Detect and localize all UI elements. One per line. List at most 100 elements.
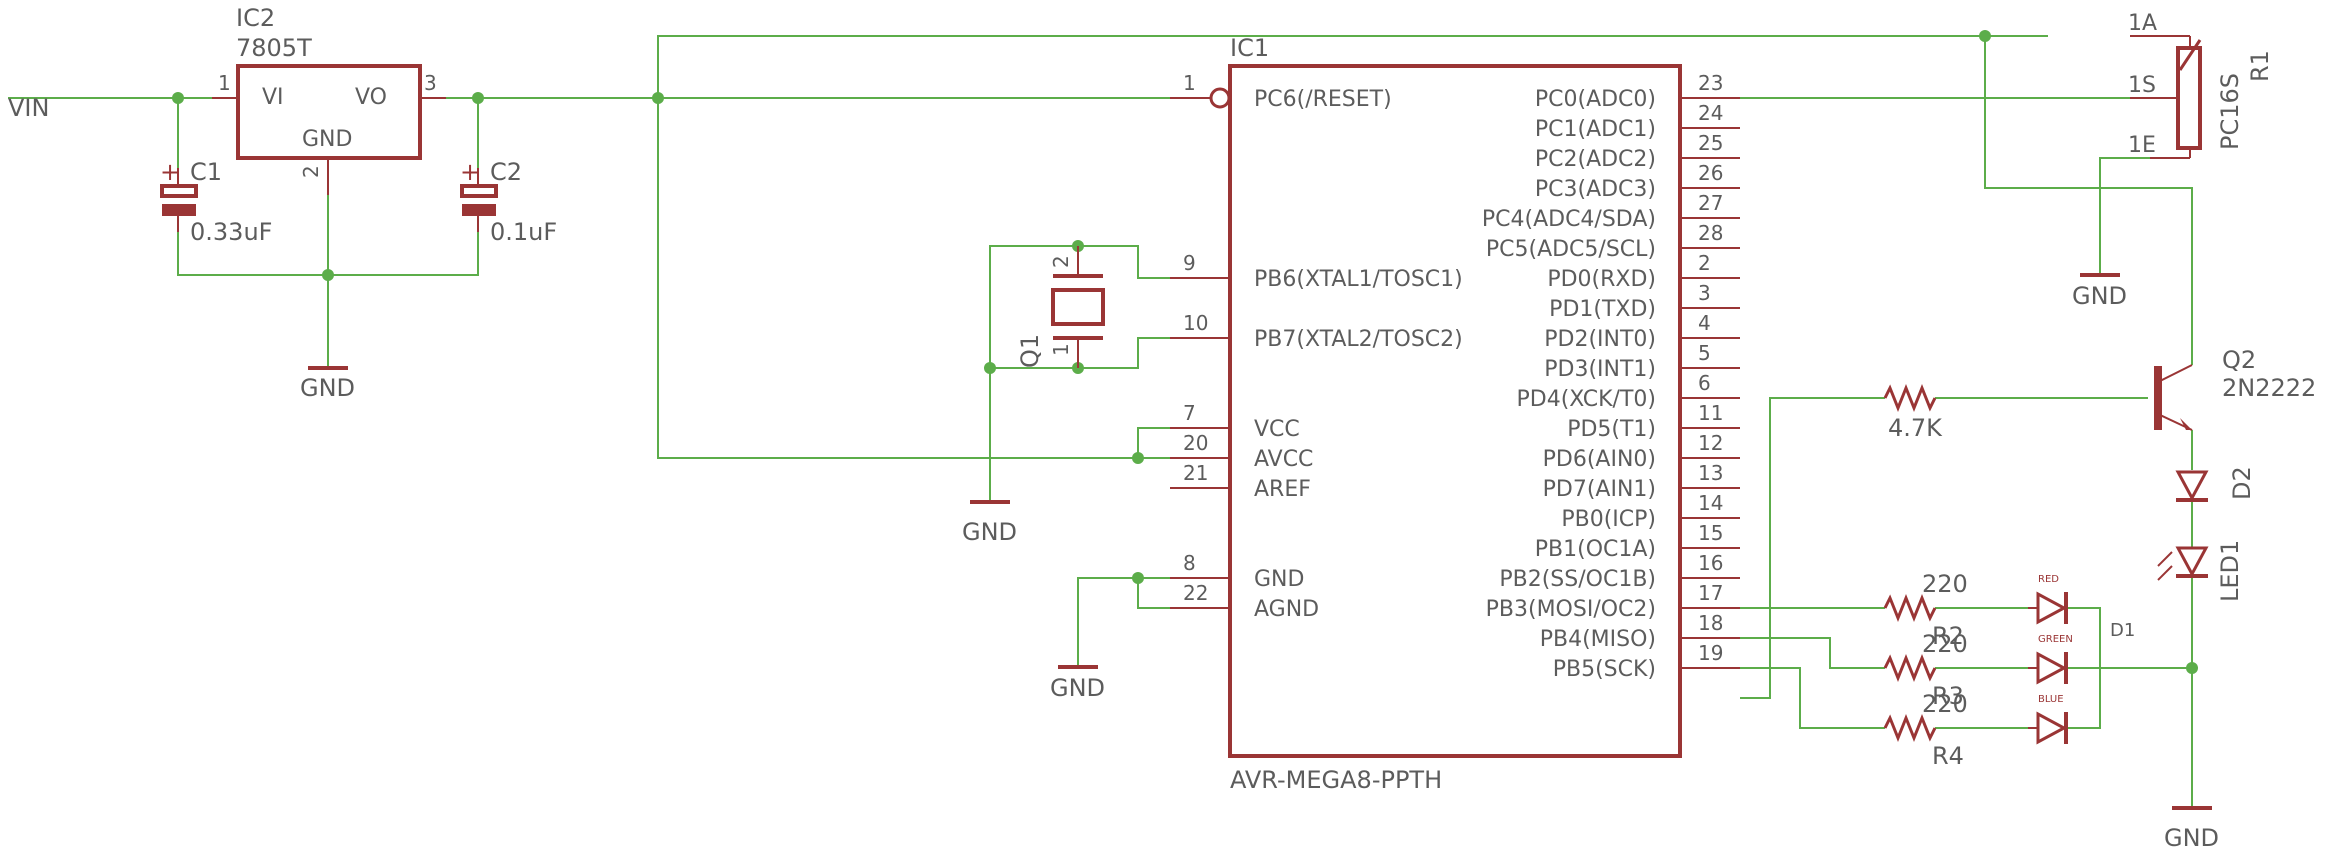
wire-collector: [1984, 36, 2193, 365]
junction-dot: [652, 92, 664, 104]
ic1-pin-number: 28: [1698, 221, 1723, 245]
r1-pin-s: 1S: [2128, 73, 2156, 98]
junction-dot: [1132, 452, 1144, 464]
led1-ray-1: [2157, 551, 2173, 567]
gnd-symbol-ic2: GND: [300, 366, 355, 402]
diode-d2[interactable]: D2: [2175, 466, 2256, 502]
ic1-pin-name: PB6(XTAL1/TOSC1): [1254, 267, 1463, 292]
ic1-pin-number: 20: [1183, 431, 1208, 455]
wire-gnd-agnd: [1137, 577, 1198, 609]
wire-r1-1e: [2099, 157, 2150, 275]
potentiometer-r1[interactable]: 1A 1S 1E PC16S R1: [2128, 11, 2274, 159]
ic1-pin-name: PC5(ADC5/SCL): [1486, 237, 1656, 262]
ic1-pin-number: 4: [1698, 311, 1711, 335]
r1-pin-e: 1E: [2128, 133, 2156, 158]
junction-dot: [1132, 572, 1144, 584]
r1-pin-a: 1A: [2128, 11, 2157, 36]
c1-plate-bottom: [162, 204, 196, 216]
ic1-pin-number: 9: [1183, 251, 1196, 275]
ic1-pin-name: GND: [1254, 567, 1304, 592]
gnd-label: GND: [300, 374, 355, 402]
c1-plate-top: [160, 184, 198, 198]
ic1-pin-number: 21: [1183, 461, 1208, 485]
ic1-pin-name: PD5(T1): [1567, 417, 1656, 442]
rbase-value: 4.7K: [1888, 414, 1943, 442]
ic1-pin-number: 8: [1183, 551, 1196, 575]
rgb-resistor-zigzag: [1883, 593, 1937, 623]
ic1-pin-name: PB4(MISO): [1540, 627, 1656, 652]
rgb-diode-triangle: [2036, 651, 2068, 685]
r1-value: PC16S: [2216, 73, 2244, 150]
ic1-pin-name: AGND: [1254, 597, 1319, 622]
resistor-base[interactable]: 4.7K: [1883, 383, 1943, 442]
vin-label: VIN: [8, 94, 49, 122]
junction-dot: [1979, 30, 1991, 42]
rgb-diode-triangle: [2036, 711, 2068, 745]
capacitor-c1[interactable]: + C1 0.33uF: [160, 158, 272, 246]
rgb-resistor-ref: R3: [1932, 682, 1964, 710]
rgb-diode-triangle: [2036, 591, 2068, 625]
q1-body: [1051, 288, 1105, 326]
transistor-q2[interactable]: Q2 2N2222: [2154, 346, 2316, 431]
ic1-microcontroller[interactable]: IC1 AVR-MEGA8-PPTH 1PC6(/RESET)9PB6(XTAL…: [1170, 34, 1740, 794]
r1-wiper-arrow: [2178, 39, 2202, 71]
rgb-resistor-ref: R2: [1932, 622, 1964, 650]
ic2-pin-out-num: 3: [424, 71, 437, 95]
wire-top-rail: [657, 35, 2048, 98]
led-led1[interactable]: LED1: [2157, 540, 2244, 602]
c1-ref: C1: [190, 158, 222, 186]
ic2-ref: IC2: [236, 4, 275, 32]
rgb-resistor-zigzag: [1883, 653, 1937, 683]
ic1-pin-number: 3: [1698, 281, 1711, 305]
wire-pb4-base: [1740, 397, 1885, 699]
ic1-pin-name: PB3(MOSI/OC2): [1486, 597, 1656, 622]
r1-ref: R1: [2246, 50, 2274, 82]
ic2-pin-gnd-label: GND: [302, 127, 352, 152]
ic1-pin-number: 5: [1698, 341, 1711, 365]
ic1-pin-number: 16: [1698, 551, 1723, 575]
ic1-pin-name: PD2(INT0): [1544, 327, 1656, 352]
wires: [8, 35, 2193, 808]
led1-triangle: [2175, 546, 2209, 578]
d2-triangle: [2175, 470, 2209, 502]
gnd-label: GND: [1050, 674, 1105, 702]
q1-pin1: 1: [1049, 343, 1073, 356]
ic1-pin-name: PC4(ADC4/SDA): [1482, 207, 1656, 232]
ic2-pin-gnd-num: 2: [299, 165, 323, 178]
wire-xtal2: [1078, 337, 1198, 369]
ic1-pin-name: PB7(XTAL2/TOSC2): [1254, 327, 1463, 352]
q1-ref: Q1: [1016, 334, 1044, 368]
ic1-pin-number: 15: [1698, 521, 1723, 545]
ic1-ref: IC1: [1230, 34, 1269, 62]
capacitor-c2[interactable]: + C2 0.1uF: [460, 158, 557, 246]
ic1-pin-number: 1: [1183, 71, 1196, 95]
wire-gnd-down: [1077, 577, 1138, 665]
ic2-regulator[interactable]: IC2 7805T VI VO GND 1 3 2: [212, 4, 446, 195]
ic2-pin-vi-label: VI: [262, 85, 284, 110]
r1-body: [2176, 46, 2202, 150]
ic2-pin-in-num: 1: [218, 71, 231, 95]
crystal-q1[interactable]: 2 1 Q1: [1016, 246, 1105, 368]
c1-value: 0.33uF: [190, 218, 272, 246]
ic1-pin-name: PB0(ICP): [1561, 507, 1656, 532]
gnd-label: GND: [962, 518, 1017, 546]
ic1-pin-name: PC0(ADC0): [1535, 87, 1656, 112]
junction-dot: [472, 92, 484, 104]
ic1-pin-name: PB1(OC1A): [1535, 537, 1656, 562]
wire-pb2-r3: [1740, 637, 1885, 669]
q2-value: 2N2222: [2222, 374, 2316, 402]
ic1-pin-number: 2: [1698, 251, 1711, 275]
ic1-pin-name: PB2(SS/OC1B): [1499, 567, 1656, 592]
junction-dot: [172, 92, 184, 104]
wire-5v-to-avcc: [657, 98, 1170, 459]
ic1-pin-name: AVCC: [1254, 447, 1313, 472]
ic1-pin-name: PD7(AIN1): [1543, 477, 1656, 502]
c2-plate-top: [460, 184, 498, 198]
ic1-pin-name: PD0(RXD): [1547, 267, 1656, 292]
c2-ref: C2: [490, 158, 522, 186]
rgb-resistor-ref: R4: [1932, 742, 1964, 770]
ic1-pin-name: PD4(XCK/T0): [1517, 387, 1656, 412]
c1-plus: +: [160, 158, 180, 186]
